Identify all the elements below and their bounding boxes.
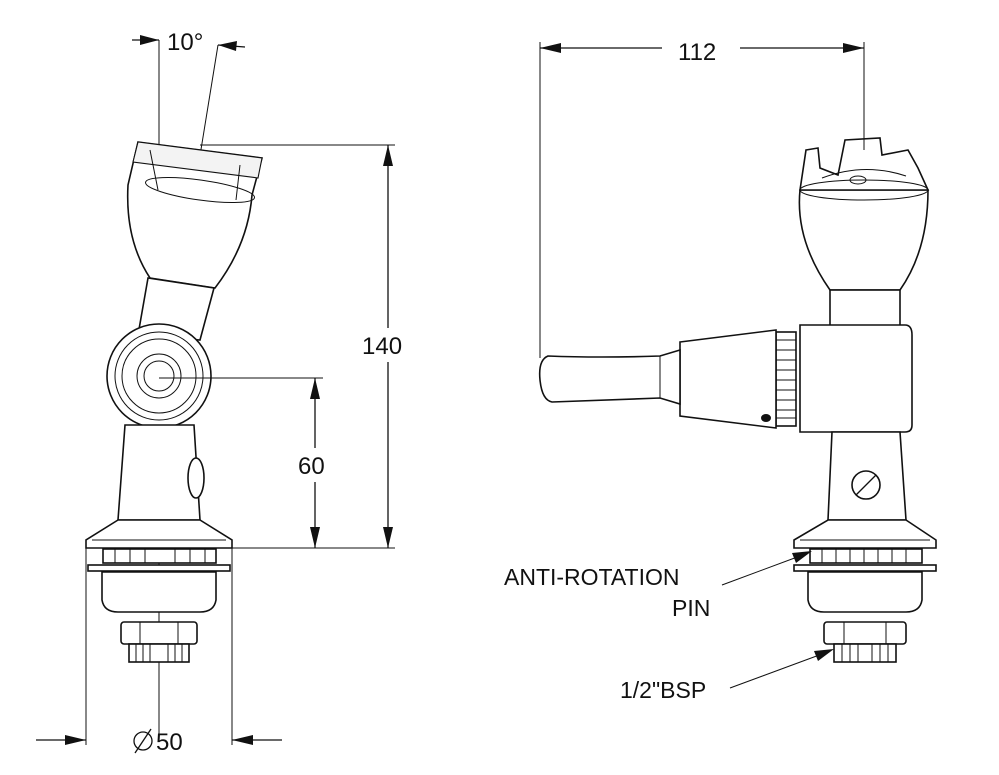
side-washer [809, 548, 923, 564]
front-view-dimensions: 140 60 50 [36, 144, 402, 756]
thread-label: 1/2"BSP [620, 677, 706, 703]
washer [102, 548, 217, 564]
pin-dot [761, 414, 771, 422]
height-axis-label: 60 [298, 453, 325, 480]
backnut [101, 571, 217, 613]
anti-rotation-label: ANTI-ROTATION [504, 564, 679, 590]
side-pin [187, 457, 205, 499]
length-dimension: 112 [539, 39, 865, 358]
length-label: 112 [678, 39, 716, 66]
diameter-label: 50 [156, 729, 183, 756]
threaded-collar [775, 331, 797, 427]
anti-rotation-leader [721, 555, 801, 586]
thread-end [128, 643, 190, 663]
side-hex-nut [823, 621, 907, 645]
callouts: ANTI-ROTATION PIN 1/2"BSP [504, 551, 834, 703]
side-view [538, 137, 937, 663]
valve-body-circle [106, 323, 212, 429]
side-valve-body [799, 324, 913, 433]
flange [85, 519, 233, 549]
front-view: 10° [85, 29, 264, 735]
side-head [798, 137, 930, 291]
height-total-label: 140 [362, 333, 402, 360]
angle-dimension-label: 10° [167, 29, 203, 56]
handle-lever [538, 348, 681, 406]
pin-label: PIN [672, 595, 710, 621]
side-thread-end [833, 643, 897, 663]
diameter-symbol-icon [133, 728, 153, 754]
side-backnut [807, 571, 923, 613]
lock-ring [87, 564, 231, 572]
side-flange [793, 519, 937, 549]
thread-leader [729, 653, 823, 689]
tilted-head [126, 141, 264, 289]
hex-nut [120, 621, 198, 645]
side-lock-ring [793, 564, 937, 572]
lever-housing [679, 329, 777, 429]
